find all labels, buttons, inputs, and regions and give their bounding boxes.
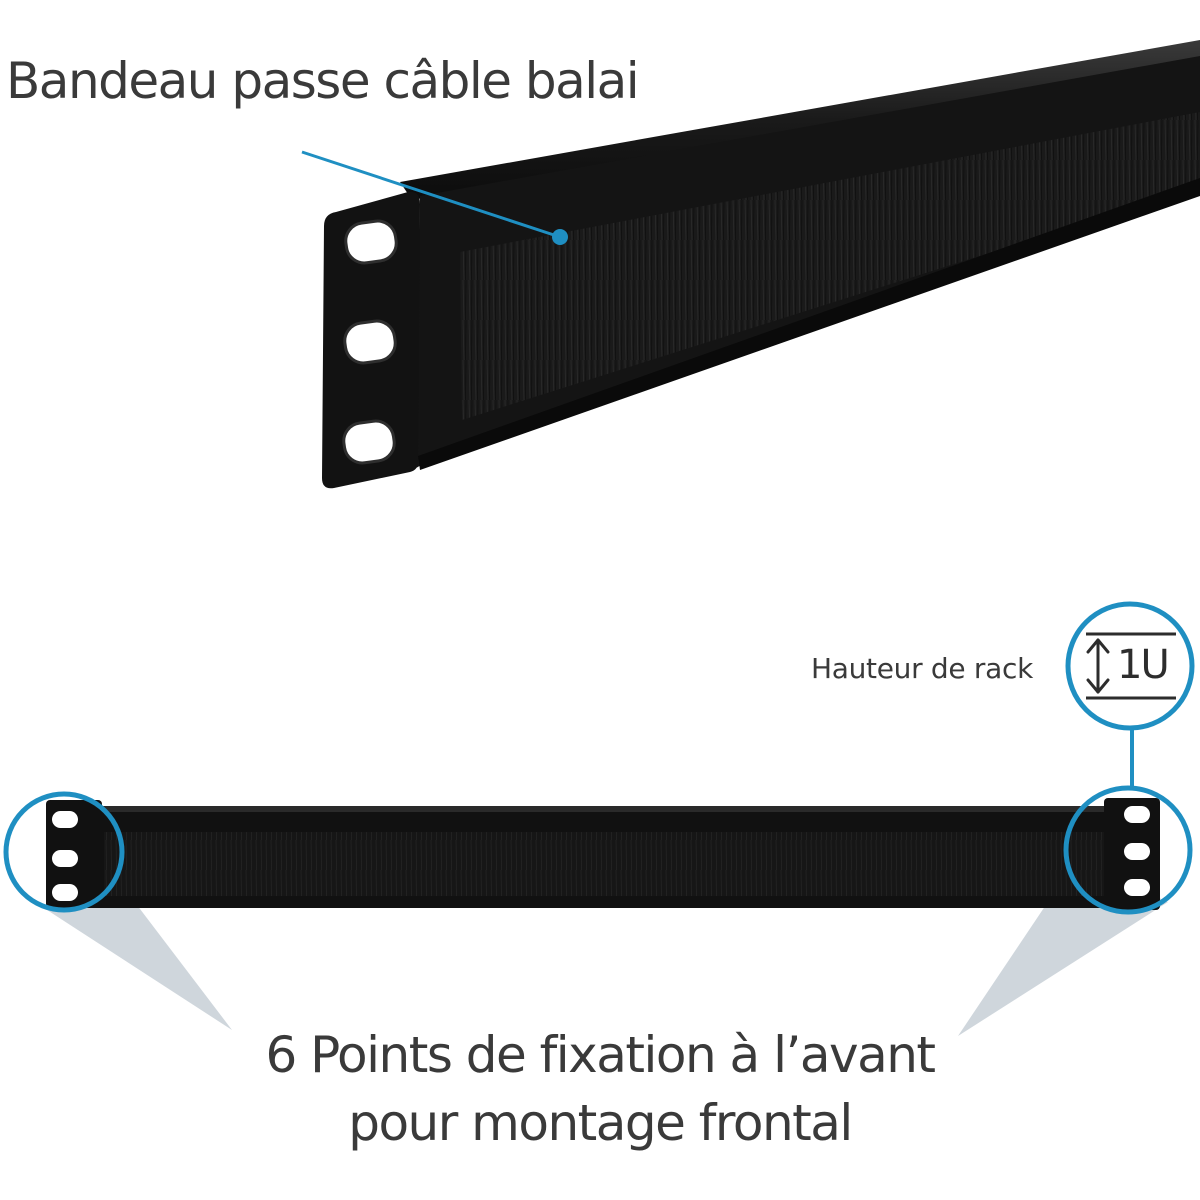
- rack-height-badge: [1065, 601, 1195, 788]
- fixation-caption-text-1: 6 Points de fixation à l’avant: [265, 1026, 936, 1084]
- fixation-caption-text-2: pour montage frontal: [348, 1094, 853, 1152]
- mounting-holes: [343, 221, 397, 463]
- mounting-hole: [1124, 806, 1150, 823]
- mounting-hole: [345, 221, 397, 263]
- callout-line: [301, 150, 561, 239]
- panel-perspective: [322, 40, 1200, 489]
- brush-slot: [460, 112, 1200, 420]
- mounting-hole: [343, 421, 395, 463]
- brush-slot-front: [104, 832, 1104, 896]
- panel-front-view: [46, 798, 1160, 910]
- fixation-caption-line-1: 6 Points de fixation à l’avant: [0, 1026, 1200, 1084]
- title-callout: [301, 150, 568, 245]
- mounting-hole: [1124, 879, 1150, 896]
- mounting-hole: [52, 850, 78, 867]
- updown-arrow-icon: [1086, 638, 1110, 694]
- mounting-hole: [52, 811, 78, 828]
- mounting-hole: [1124, 843, 1150, 860]
- callout-dot: [552, 229, 568, 245]
- mounting-hole: [344, 321, 396, 363]
- rack-height-value: 1U: [1117, 642, 1170, 688]
- zoom-circle-left: [3, 791, 125, 913]
- mounting-hole: [52, 884, 78, 901]
- product-title: Bandeau passe câble balai: [6, 52, 640, 110]
- zoom-circle-right: [1063, 785, 1193, 915]
- rack-height-label: Hauteur de rack: [811, 652, 1034, 685]
- zoom-shadow-left: [44, 880, 232, 1030]
- fixation-caption-line-2: pour montage frontal: [0, 1094, 1200, 1152]
- panel-bottom-edge: [418, 178, 1200, 470]
- panel-top-edge: [400, 40, 1200, 200]
